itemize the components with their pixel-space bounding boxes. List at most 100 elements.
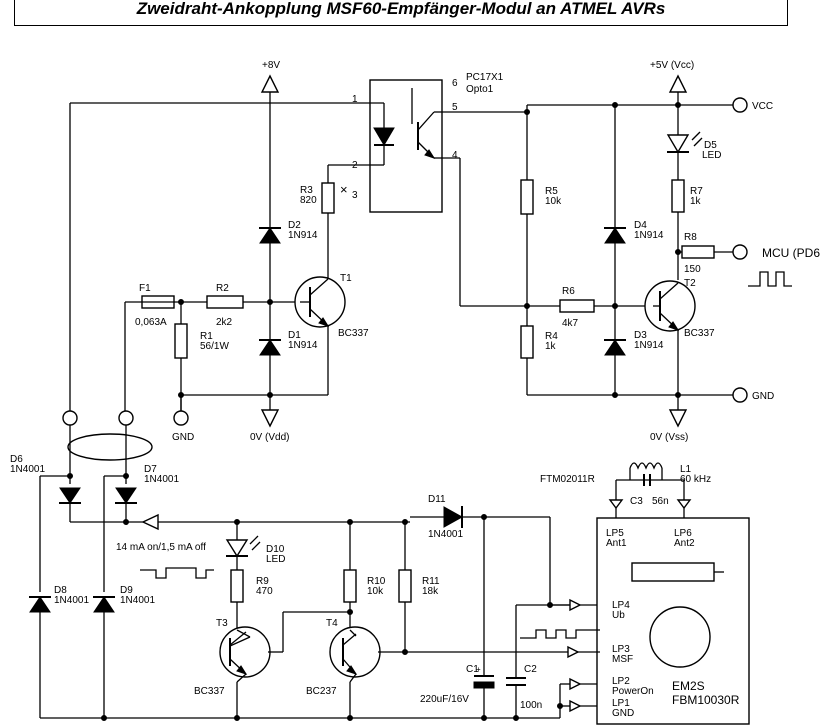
label-t1-val: BC337 — [338, 328, 369, 339]
cable-terminal-1 — [62, 410, 78, 426]
supply-label-vdd: 0V (Vdd) — [250, 432, 289, 443]
ground-arrow-vss — [668, 409, 688, 428]
waveform-mcu — [748, 271, 792, 287]
module-model2: FBM10030R — [672, 693, 740, 707]
ground-arrow-vdd — [260, 409, 280, 428]
label-t3-ref: T3 — [216, 618, 228, 629]
label-r4-ref: R4 — [545, 331, 558, 342]
opto-pin1: 1 — [352, 94, 358, 105]
label-f1-ref: F1 — [139, 283, 151, 294]
label-t2-val: BC337 — [684, 328, 715, 339]
resistor-r7 — [671, 179, 685, 213]
module-pin-lp1: LP1 — [612, 698, 630, 709]
label-r2-ref: R2 — [216, 283, 229, 294]
label-d10-val: LED — [266, 554, 285, 565]
connector-gnd — [732, 387, 748, 403]
label-r11-val: 18k — [422, 586, 439, 597]
label-r9-ref: R9 — [256, 576, 269, 587]
label-r1-val: 56/1W — [200, 341, 229, 352]
label-r2-val: 2k2 — [216, 317, 233, 328]
diode-d2 — [259, 227, 281, 244]
opto-sub: Opto1 — [466, 84, 494, 95]
opto-pin3-nc: × — [340, 182, 348, 197]
opto-led — [373, 127, 395, 146]
label-t4-val: BC237 — [306, 686, 337, 697]
resistor-r4 — [520, 325, 534, 359]
label-c3-ref: C3 — [630, 496, 643, 507]
label-r4-val: 1k — [545, 341, 557, 352]
diode-d6 — [59, 487, 81, 504]
label-d8-val: 1N4001 — [54, 595, 89, 606]
module-pin-lp2: LP2 — [612, 676, 630, 687]
module-pin-lp2-label: PowerOn — [612, 686, 654, 697]
label-r10-ref: R10 — [367, 576, 386, 587]
label-r3-ref: R3 — [300, 185, 313, 196]
label-d11-ref: D11 — [428, 494, 446, 505]
optocoupler-box — [369, 79, 443, 213]
module-pin-lp4: LP4 — [612, 600, 630, 611]
cable-terminal-gnd — [173, 410, 189, 426]
opto-pin3: 3 — [352, 190, 358, 201]
label-r5-val: 10k — [545, 196, 562, 207]
label-r9-val: 470 — [256, 586, 273, 597]
opto-pin2: 2 — [352, 160, 358, 171]
module-ferrite-bar — [631, 562, 715, 582]
diode-d8 — [29, 596, 51, 613]
supply-label-5v: +5V (Vcc) — [650, 60, 694, 71]
label-c2-ref: C2 — [524, 664, 537, 675]
connector-label-gnd: GND — [752, 391, 774, 402]
module-box — [596, 517, 750, 725]
label-r3-val: 820 — [300, 195, 317, 206]
diode-d3 — [604, 339, 626, 356]
resistor-r6 — [559, 299, 595, 313]
label-d2-val: 1N914 — [288, 230, 318, 241]
label-d9-val: 1N4001 — [120, 595, 155, 606]
label-f1-val: 0,063A — [135, 317, 167, 328]
led-d5 — [666, 134, 690, 154]
led-d10 — [225, 539, 249, 558]
label-t1-ref: T1 — [340, 273, 352, 284]
module-pin-lp6-label: Ant2 — [674, 538, 695, 549]
label-r6-ref: R6 — [562, 286, 575, 297]
resistor-r8 — [681, 245, 715, 259]
connector-label-vcc: VCC — [752, 101, 773, 112]
label-r5-ref: R5 — [545, 186, 558, 197]
module-pin-lp3-label: MSF — [612, 654, 633, 665]
resistor-r5 — [520, 179, 534, 215]
label-d5-ref: D5 — [704, 140, 717, 151]
diode-d11 — [443, 506, 464, 528]
label-d6-ref: D6 — [10, 454, 23, 465]
opto-pin5: 5 — [452, 102, 458, 113]
cable-bundle — [67, 433, 153, 461]
resistor-r10 — [343, 569, 357, 603]
label-d1-ref: D1 — [288, 330, 301, 341]
opto-pin4: 4 — [452, 150, 458, 161]
label-d4-val: 1N914 — [634, 230, 664, 241]
label-c1-ref: C1 — [466, 664, 479, 675]
label-d11-val: 1N4001 — [428, 529, 463, 540]
c1-plus: + — [476, 665, 481, 674]
title-box: Zweidraht-Ankopplung MSF60-Empfänger-Mod… — [14, 0, 788, 26]
supply-arrow-8v — [260, 74, 280, 93]
supply-label-8v: +8V — [262, 60, 280, 71]
label-d6-val: 1N4001 — [10, 464, 45, 475]
opto-name: PC17X1 — [466, 72, 504, 83]
module-pin-lp3: LP3 — [612, 644, 630, 655]
resistor-r3 — [321, 182, 335, 214]
label-d5-val: LED — [702, 150, 721, 161]
resistor-r1 — [174, 323, 188, 359]
supply-label-vss: 0V (Vss) — [650, 432, 688, 443]
resistor-r9 — [230, 569, 244, 603]
inductor-l1 — [629, 462, 663, 470]
label-d3-ref: D3 — [634, 330, 647, 341]
cable-label-gnd: GND — [172, 432, 194, 443]
label-d3-val: 1N914 — [634, 340, 664, 351]
module-pin-lp4-label: Ub — [612, 610, 625, 621]
label-d8-ref: D8 — [54, 585, 67, 596]
label-d2-ref: D2 — [288, 220, 301, 231]
label-c3-val: 56n — [652, 496, 669, 507]
transistor-t2 — [644, 280, 696, 332]
label-r11-ref: R11 — [422, 576, 440, 587]
label-d4-ref: D4 — [634, 220, 647, 231]
